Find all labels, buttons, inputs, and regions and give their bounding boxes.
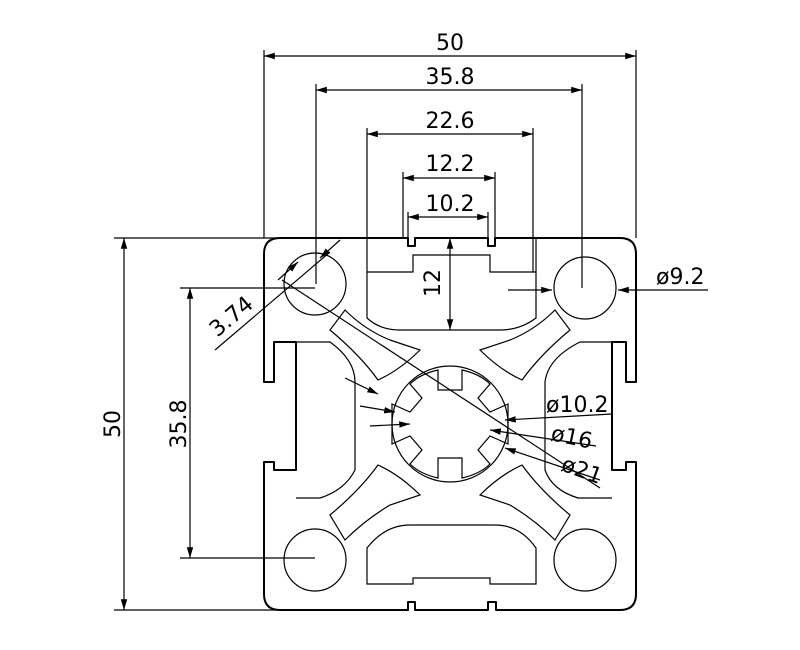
dim-overall-width: 50 — [436, 31, 464, 56]
dim-center-bore-inner: ø10.2 — [546, 393, 608, 418]
dim-center-bore-outer: ø21 — [558, 452, 606, 490]
dim-wall-thickness: 3.74 — [205, 292, 259, 343]
dim-slot-inner-width: 22.6 — [426, 109, 475, 134]
dimension-texts: 50 35.8 22.6 12.2 10.2 12 ø9.2 3.74 50 3… — [101, 31, 704, 490]
extension-lines — [114, 50, 637, 611]
dimension-lines — [120, 52, 708, 610]
dim-slot-opening-width: 12.2 — [426, 152, 475, 177]
dim-outer-slot-height: 35.8 — [167, 400, 192, 449]
dim-corner-hole: ø9.2 — [656, 265, 704, 290]
profile-outline — [263, 237, 637, 611]
dim-center-bore-middle: ø16 — [549, 421, 595, 454]
dim-slot-neck-width: 10.2 — [426, 192, 475, 217]
dim-slot-depth: 12 — [421, 269, 446, 297]
dim-outer-slot-width: 35.8 — [426, 65, 475, 90]
dim-overall-height: 50 — [101, 410, 126, 438]
